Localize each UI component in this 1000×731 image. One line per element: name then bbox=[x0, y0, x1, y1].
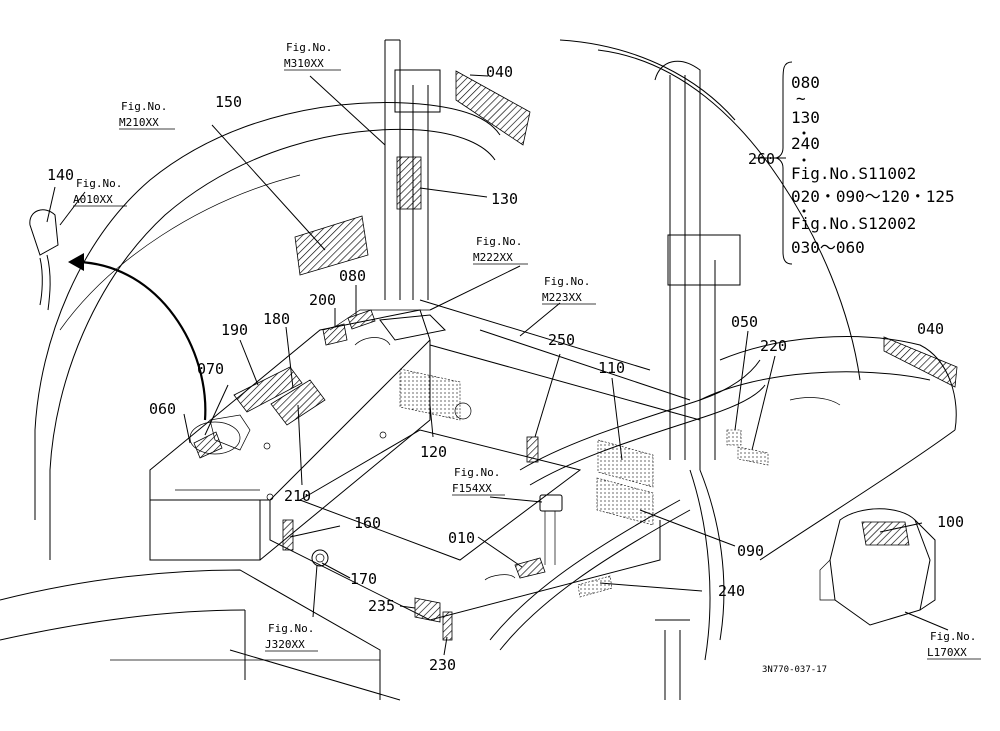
decal-160 bbox=[282, 519, 294, 551]
decal-230 bbox=[442, 611, 453, 641]
decal-040-right bbox=[883, 336, 958, 388]
figref-f154: Fig.No. F154XX bbox=[452, 466, 505, 496]
figref-j320: Fig.No. J320XX bbox=[265, 622, 318, 652]
figref-f154-line1: Fig.No. bbox=[454, 466, 500, 479]
callout-040-top: 040 bbox=[486, 63, 513, 81]
decal-220 bbox=[737, 446, 769, 466]
callout-040-right: 040 bbox=[917, 320, 944, 338]
decal-150 bbox=[294, 215, 369, 276]
decal-090 bbox=[596, 477, 654, 526]
figref-m310-line1: Fig.No. bbox=[286, 41, 332, 54]
legend-line5: Fig.No.S11002 bbox=[791, 164, 916, 183]
decal-190 bbox=[233, 366, 303, 413]
decal-100 bbox=[861, 521, 910, 546]
figref-m223: Fig.No. M223XX bbox=[542, 275, 596, 305]
callout-230: 230 bbox=[429, 656, 456, 674]
leader-lines bbox=[46, 74, 949, 656]
figref-m222: Fig.No. M222XX bbox=[473, 235, 528, 265]
callout-200: 200 bbox=[309, 291, 336, 309]
callout-080: 080 bbox=[339, 267, 366, 285]
figref-m210: Fig.No. M210XX bbox=[119, 100, 175, 130]
figref-m210-line1: Fig.No. bbox=[121, 100, 167, 113]
decal-130 bbox=[396, 156, 422, 210]
callout-130: 130 bbox=[491, 190, 518, 208]
figref-m210-line2: M210XX bbox=[119, 116, 159, 129]
legend-line7: Fig.No.S12002 bbox=[791, 214, 916, 233]
callout-050: 050 bbox=[731, 313, 758, 331]
decal-200 bbox=[322, 323, 348, 346]
decal-250 bbox=[526, 436, 539, 463]
decal-180 bbox=[270, 379, 326, 426]
figref-m223-line2: M223XX bbox=[542, 291, 582, 304]
callout-210: 210 bbox=[284, 487, 311, 505]
legend-line1: 080 bbox=[791, 73, 820, 92]
machine-outline bbox=[0, 39, 957, 701]
figref-l170: Fig.No. L170XX bbox=[927, 630, 981, 660]
figref-l170-line2: L170XX bbox=[927, 646, 967, 659]
legend-line3: 130 bbox=[791, 108, 820, 127]
decal-080 bbox=[347, 309, 376, 330]
figref-m222-line2: M222XX bbox=[473, 251, 513, 264]
decal-120 bbox=[399, 368, 461, 421]
figref-j320-line1: Fig.No. bbox=[268, 622, 314, 635]
callout-010: 010 bbox=[448, 529, 475, 547]
callout-150: 150 bbox=[215, 93, 242, 111]
callout-220: 220 bbox=[760, 337, 787, 355]
callout-numbers: 040 040 150 140 130 080 200 190 180 070 … bbox=[47, 63, 964, 674]
legend-line6: 020・090〜120・125 bbox=[791, 187, 955, 206]
callout-240: 240 bbox=[718, 582, 745, 600]
decal-010 bbox=[514, 557, 546, 579]
callout-190: 190 bbox=[221, 321, 248, 339]
decal-235 bbox=[414, 597, 441, 623]
legend-line8: 030〜060 bbox=[791, 238, 865, 257]
callout-160: 160 bbox=[354, 514, 381, 532]
callout-235: 235 bbox=[368, 597, 395, 615]
figref-j320-line2: J320XX bbox=[265, 638, 305, 651]
legend-260: 080 ~ 130 240 Fig.No.S11002 020・090〜120・… bbox=[774, 61, 955, 265]
figref-f154-line2: F154XX bbox=[452, 482, 492, 495]
decal-070 bbox=[193, 431, 223, 459]
decal-240 bbox=[577, 575, 613, 598]
decal-040-top bbox=[455, 70, 531, 146]
callout-180: 180 bbox=[263, 310, 290, 328]
legend-line4: 240 bbox=[791, 134, 820, 153]
callout-170: 170 bbox=[350, 570, 377, 588]
figref-a010-line2: A010XX bbox=[73, 193, 113, 206]
decal-050 bbox=[726, 429, 742, 446]
callout-070: 070 bbox=[197, 360, 224, 378]
callout-250: 250 bbox=[548, 331, 575, 349]
drawing-code: 3N770-037-17 bbox=[762, 665, 827, 675]
callout-120: 120 bbox=[420, 443, 447, 461]
callout-110: 110 bbox=[598, 359, 625, 377]
figref-m310: Fig.No. M310XX bbox=[284, 41, 341, 71]
figref-l170-line1: Fig.No. bbox=[930, 630, 976, 643]
figref-a010-line1: Fig.No. bbox=[76, 177, 122, 190]
figref-m223-line1: Fig.No. bbox=[544, 275, 590, 288]
legend-line2: ~ bbox=[796, 89, 806, 108]
figref-m222-line1: Fig.No. bbox=[476, 235, 522, 248]
callout-140: 140 bbox=[47, 166, 74, 184]
decal-110 bbox=[597, 439, 654, 488]
callout-060: 060 bbox=[149, 400, 176, 418]
callout-260: 260 bbox=[748, 150, 775, 168]
callout-090: 090 bbox=[737, 542, 764, 560]
figref-a010: Fig.No. A010XX bbox=[73, 177, 127, 207]
callout-100: 100 bbox=[937, 513, 964, 531]
figref-m310-line2: M310XX bbox=[284, 57, 324, 70]
